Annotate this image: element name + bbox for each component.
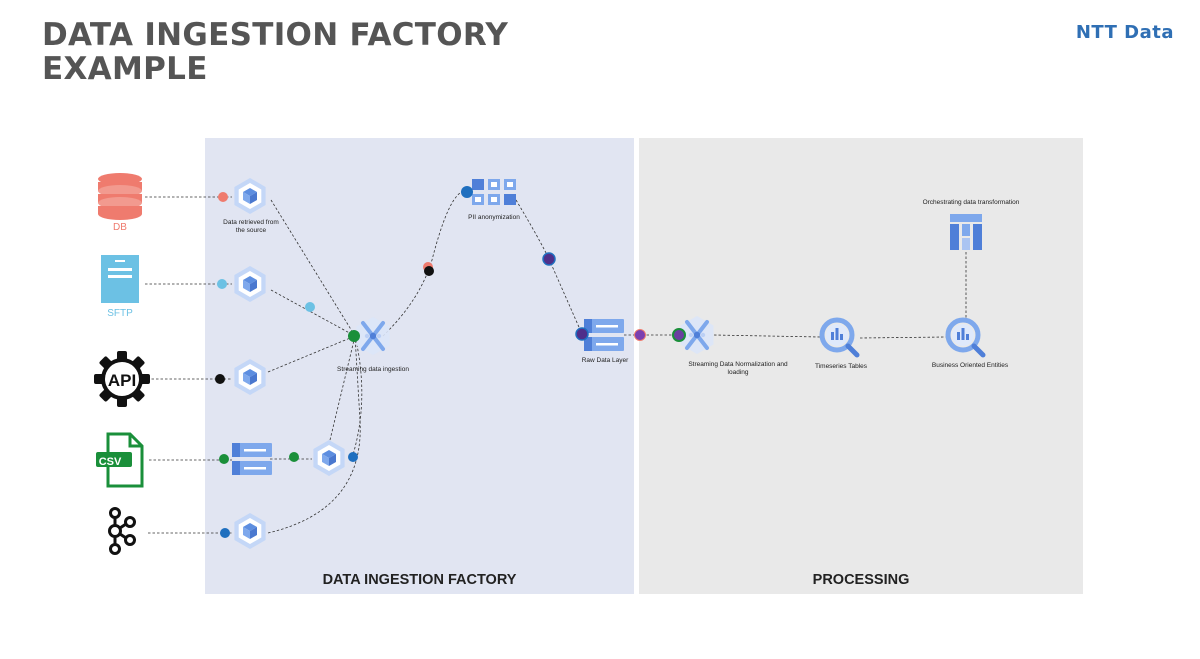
connector-kafka-streaming — [267, 335, 361, 534]
raw-data-storage-icon — [584, 319, 624, 351]
sftp-source-icon — [101, 255, 139, 303]
connector-api-streaming — [267, 335, 356, 373]
dot-csvnode — [348, 452, 358, 462]
dot-streaming-out-b — [424, 266, 434, 276]
dot-raw-in — [575, 327, 589, 341]
dot-kafka — [220, 528, 230, 538]
compute-engine-sftp-icon — [234, 266, 266, 302]
business-entities-label: Business Oriented Entities — [931, 362, 1009, 369]
connector-sftp-streaming — [270, 289, 356, 337]
slide-title: DATA INGESTION FACTORY EXAMPLE — [42, 18, 508, 86]
dot-raw-out — [634, 329, 646, 341]
composer-orchestration-icon — [950, 214, 982, 250]
compute-engine-csv-icon — [313, 440, 345, 476]
retrieved-label-line-2: the source — [235, 227, 267, 234]
dot-csv — [219, 454, 229, 464]
title-line-1: DATA INGESTION FACTORY — [42, 17, 509, 53]
orchestration-label: Orchestrating data transformation — [922, 199, 1020, 206]
dot-api — [215, 374, 225, 384]
compute-engine-kafka-icon — [234, 513, 266, 549]
bigquery-business-icon — [948, 320, 983, 355]
normalization-label-line-1: Streaming Data Normalization and — [688, 361, 788, 368]
csv-file-icon — [96, 432, 144, 488]
retrieved-label: Data retrieved from the source — [214, 219, 288, 235]
dot-db — [218, 192, 228, 202]
connector-csvnode-streaming — [329, 335, 356, 441]
dot-sftp-mid — [305, 302, 315, 312]
compute-engine-api-icon — [234, 359, 266, 395]
dot-csv-mid — [289, 452, 299, 462]
title-line-2: EXAMPLE — [42, 51, 208, 87]
dot-streaming-in — [348, 330, 360, 342]
db-source-icon — [98, 173, 142, 220]
dlp-pii-icon — [472, 179, 516, 205]
processing-zone-label: PROCESSING — [812, 572, 910, 588]
raw-data-layer-label: Raw Data Layer — [581, 357, 629, 364]
ingestion-zone: DATA INGESTION FACTORY — [205, 138, 634, 594]
db-label: DB — [113, 222, 127, 233]
csv-label: CSV — [99, 456, 122, 468]
dot-sftp — [217, 279, 227, 289]
connector-timeseries-business — [859, 336, 947, 339]
retrieved-label-line-1: Data retrieved from — [223, 219, 279, 226]
compute-engine-db-icon — [234, 178, 266, 214]
api-label: API — [108, 371, 136, 390]
pii-label: PII anonymization — [468, 214, 520, 221]
dot-pii-in — [461, 186, 473, 198]
dot-pii-out — [542, 252, 556, 266]
sftp-label: SFTP — [107, 308, 133, 319]
normalization-label-line-2: loading — [727, 369, 749, 376]
normalization-label: Streaming Data Normalization and loading — [680, 361, 796, 377]
processing-zone: PROCESSING — [639, 138, 1083, 594]
streaming-ingestion-label: Streaming data ingestion — [337, 366, 409, 373]
ingestion-zone-label: DATA INGESTION FACTORY — [322, 572, 517, 588]
bigquery-timeseries-icon — [822, 320, 857, 355]
timeseries-label: Timeseries Tables — [814, 363, 868, 370]
dot-normalize-in — [672, 328, 686, 342]
kafka-icon — [108, 507, 136, 555]
csv-storage-icon — [232, 443, 272, 475]
flow-dots — [215, 186, 686, 538]
connector-streaming-pii — [382, 190, 467, 337]
api-gear-icon — [94, 351, 150, 407]
connectors — [145, 190, 967, 534]
connector-normalize-timeseries — [713, 334, 821, 338]
brand-logo: NTT Data — [1075, 22, 1174, 43]
dataflow-ingestion-icon — [354, 315, 392, 357]
connector-streaming-csvnode — [351, 335, 363, 459]
